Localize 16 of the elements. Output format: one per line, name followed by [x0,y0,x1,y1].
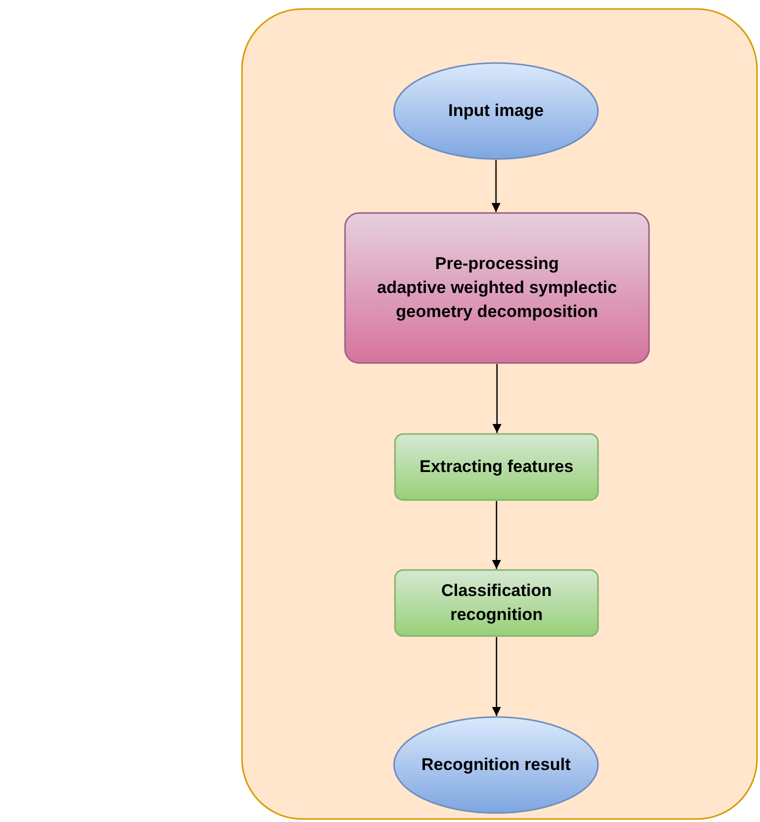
node-label: Recognition result [421,754,571,776]
arrow [492,160,500,212]
arrow [492,637,501,716]
node-label: Extracting features [420,456,574,478]
node-label: Pre-processing [435,253,559,275]
node-label: Classification recognition [440,580,553,626]
start-ellipse [393,62,599,160]
arrow [492,501,501,569]
node-description: adaptive weighted symplectic geometry decomposition [376,277,618,323]
process-box [394,433,599,501]
container-panel [241,8,758,820]
process-box [344,212,650,364]
arrow [492,364,502,433]
node-label: Input image [448,100,544,122]
process-box [394,569,599,637]
end-ellipse [393,716,599,814]
